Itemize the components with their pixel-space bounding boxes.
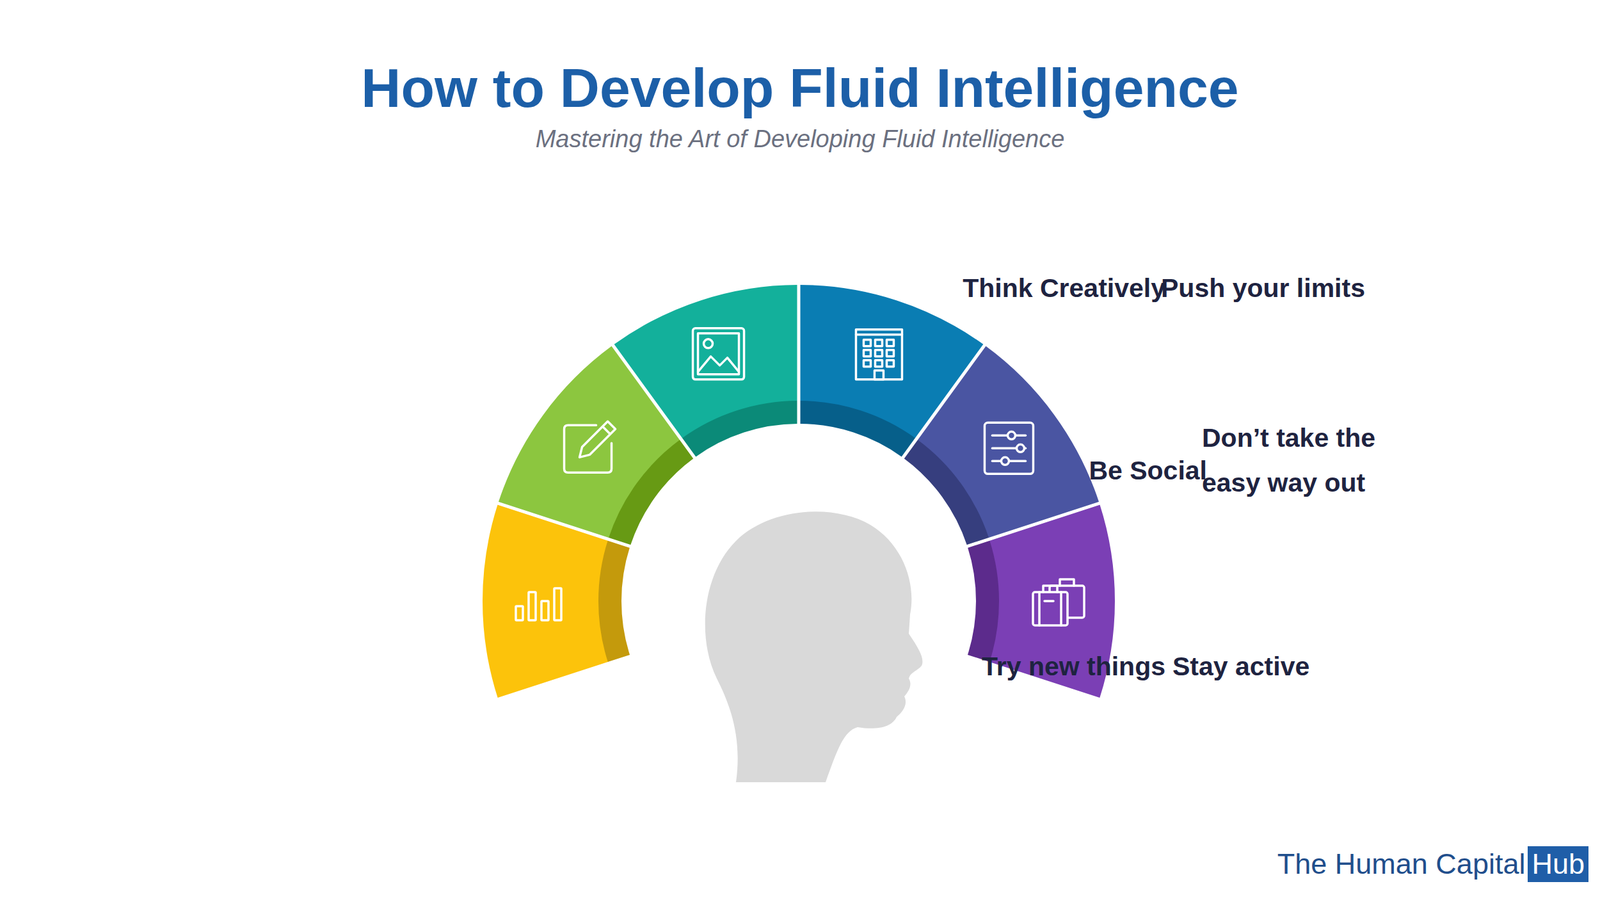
strategy-label: Try new things [981,644,1166,690]
strategy-label: Think Creatively [962,266,1166,312]
strategy-label: Don’t take the easy way out [1201,416,1433,505]
page-title: How to Develop Fluid Intelligence [0,56,1600,120]
arc-inner-band [608,439,694,546]
segment-icon [693,328,745,380]
segment-icon [515,588,562,621]
segment-icon [1032,579,1085,626]
arc-inner-band [598,540,630,662]
segment-divider [900,341,987,461]
segment-divider [610,341,697,461]
segment-divider [963,501,1104,548]
arc-segment [917,345,1100,539]
strategy-label: Be Social [1088,448,1208,494]
arc-inner-band [681,400,798,457]
brand-logo-text: The Human Capital [1277,847,1526,881]
strategy-label: Stay active [1172,644,1310,690]
segment-icon [984,422,1033,474]
brand-logo-badge: Hub [1527,846,1589,882]
head-silhouette [705,511,923,783]
arc-inner-band [800,400,916,457]
segment-divider [797,280,801,429]
segment-icon [855,329,902,380]
segment-divider [494,501,635,548]
strategy-label: Push your limits [1160,266,1366,312]
arc-inner-band [967,540,1000,662]
arc-inner-band [903,439,989,546]
page-subtitle: Mastering the Art of Developing Fluid In… [0,125,1600,153]
segment-icon [564,421,616,473]
